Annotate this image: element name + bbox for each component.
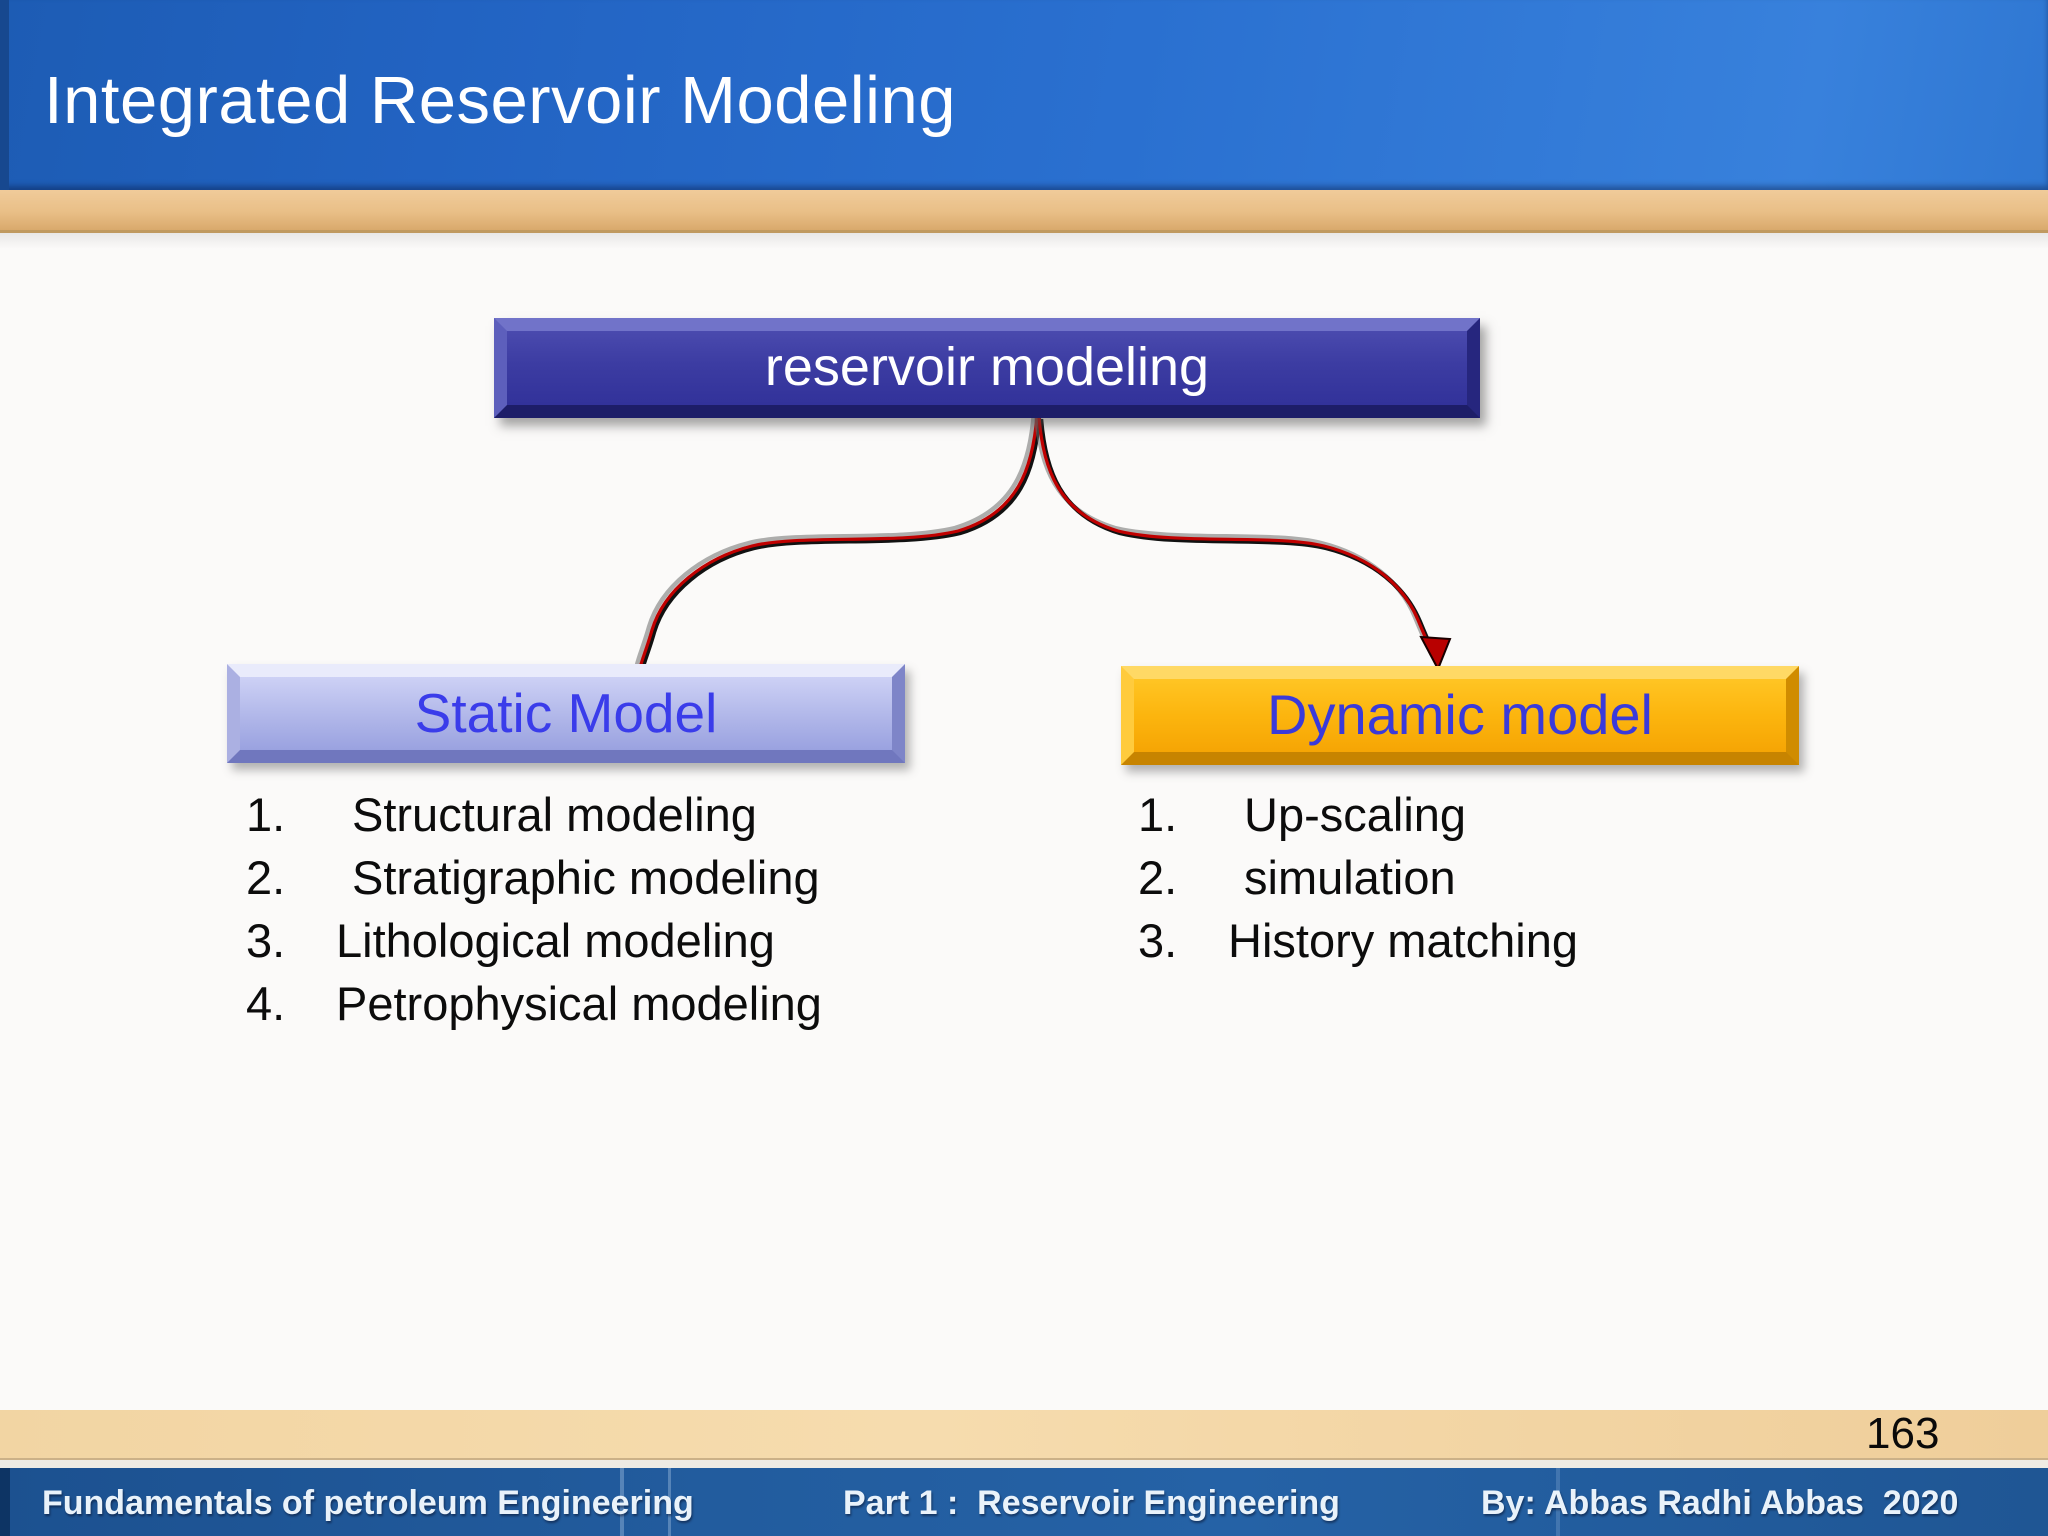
dynamic-model-label: Dynamic model: [1267, 683, 1653, 746]
slide-header: Integrated Reservoir Modeling: [0, 0, 2048, 190]
list-item-number: 1.: [246, 788, 286, 841]
static-model-box: Static Model: [227, 664, 905, 763]
list-item-number: 2.: [1138, 851, 1178, 904]
footer-author: By: Abbas Radhi Abbas 2020: [1481, 1484, 1959, 1522]
list-item-text: Stratigraphic modeling: [352, 851, 820, 904]
connector-arrows: [634, 411, 1452, 672]
list-item: 3. Lithological modeling: [246, 909, 822, 972]
dynamic-model-box: Dynamic model: [1121, 666, 1799, 765]
list-item-number: 2.: [246, 851, 286, 904]
list-item: 1. Structural modeling: [246, 783, 822, 846]
list-item-text: simulation: [1244, 851, 1456, 904]
list-item-text: Structural modeling: [352, 788, 757, 841]
root-node-box: reservoir modeling: [494, 318, 1480, 418]
footer-streak: [620, 1468, 624, 1536]
list-item-number: 1.: [1138, 788, 1178, 841]
list-item: 1. Up-scaling: [1138, 783, 1578, 846]
footer-streak: [1556, 1468, 1560, 1536]
list-item-number: 3.: [1138, 914, 1178, 967]
static-model-list: 1. Structural modeling 2. Stratigraphic …: [246, 783, 822, 1035]
top-accent-band: [0, 190, 2048, 233]
list-item: 2. Stratigraphic modeling: [246, 846, 822, 909]
list-item-text: Up-scaling: [1244, 788, 1467, 841]
footer-bar: Fundamentals of petroleum Engineering Pa…: [0, 1468, 2048, 1536]
connector-left: [634, 411, 1042, 671]
footer-streak: [668, 1468, 671, 1536]
list-item-number: 4.: [246, 977, 286, 1030]
bottom-accent-band: 163: [0, 1410, 2048, 1460]
list-item-text: Petrophysical modeling: [336, 977, 822, 1030]
root-node-label: reservoir modeling: [764, 337, 1210, 397]
static-model-label: Static Model: [414, 681, 718, 744]
list-item-number: 3.: [246, 914, 286, 967]
footer-part-title: Part 1 : Reservoir Engineering: [843, 1484, 1340, 1522]
list-item: 3. History matching: [1138, 909, 1578, 972]
header-left-edge: [0, 0, 9, 190]
dynamic-model-list: 1. Up-scaling 2. simulation 3. History m…: [1138, 783, 1578, 972]
slide-content: reservoir modeling Static Model Dynamic …: [0, 233, 2048, 1410]
list-item-text: Lithological modeling: [336, 914, 775, 967]
footer-course-title: Fundamentals of petroleum Engineering: [42, 1484, 694, 1522]
slide-title: Integrated Reservoir Modeling: [44, 63, 957, 138]
list-item-text: History matching: [1228, 914, 1578, 967]
connector-right-arrow: [1033, 413, 1452, 672]
footer-separator: [0, 1460, 2048, 1468]
list-item: 2. simulation: [1138, 846, 1578, 909]
page-number: 163: [1866, 1409, 1940, 1458]
arrowhead: [1419, 635, 1452, 672]
list-item: 4. Petrophysical modeling: [246, 972, 822, 1035]
footer-left-edge: [0, 1468, 10, 1536]
